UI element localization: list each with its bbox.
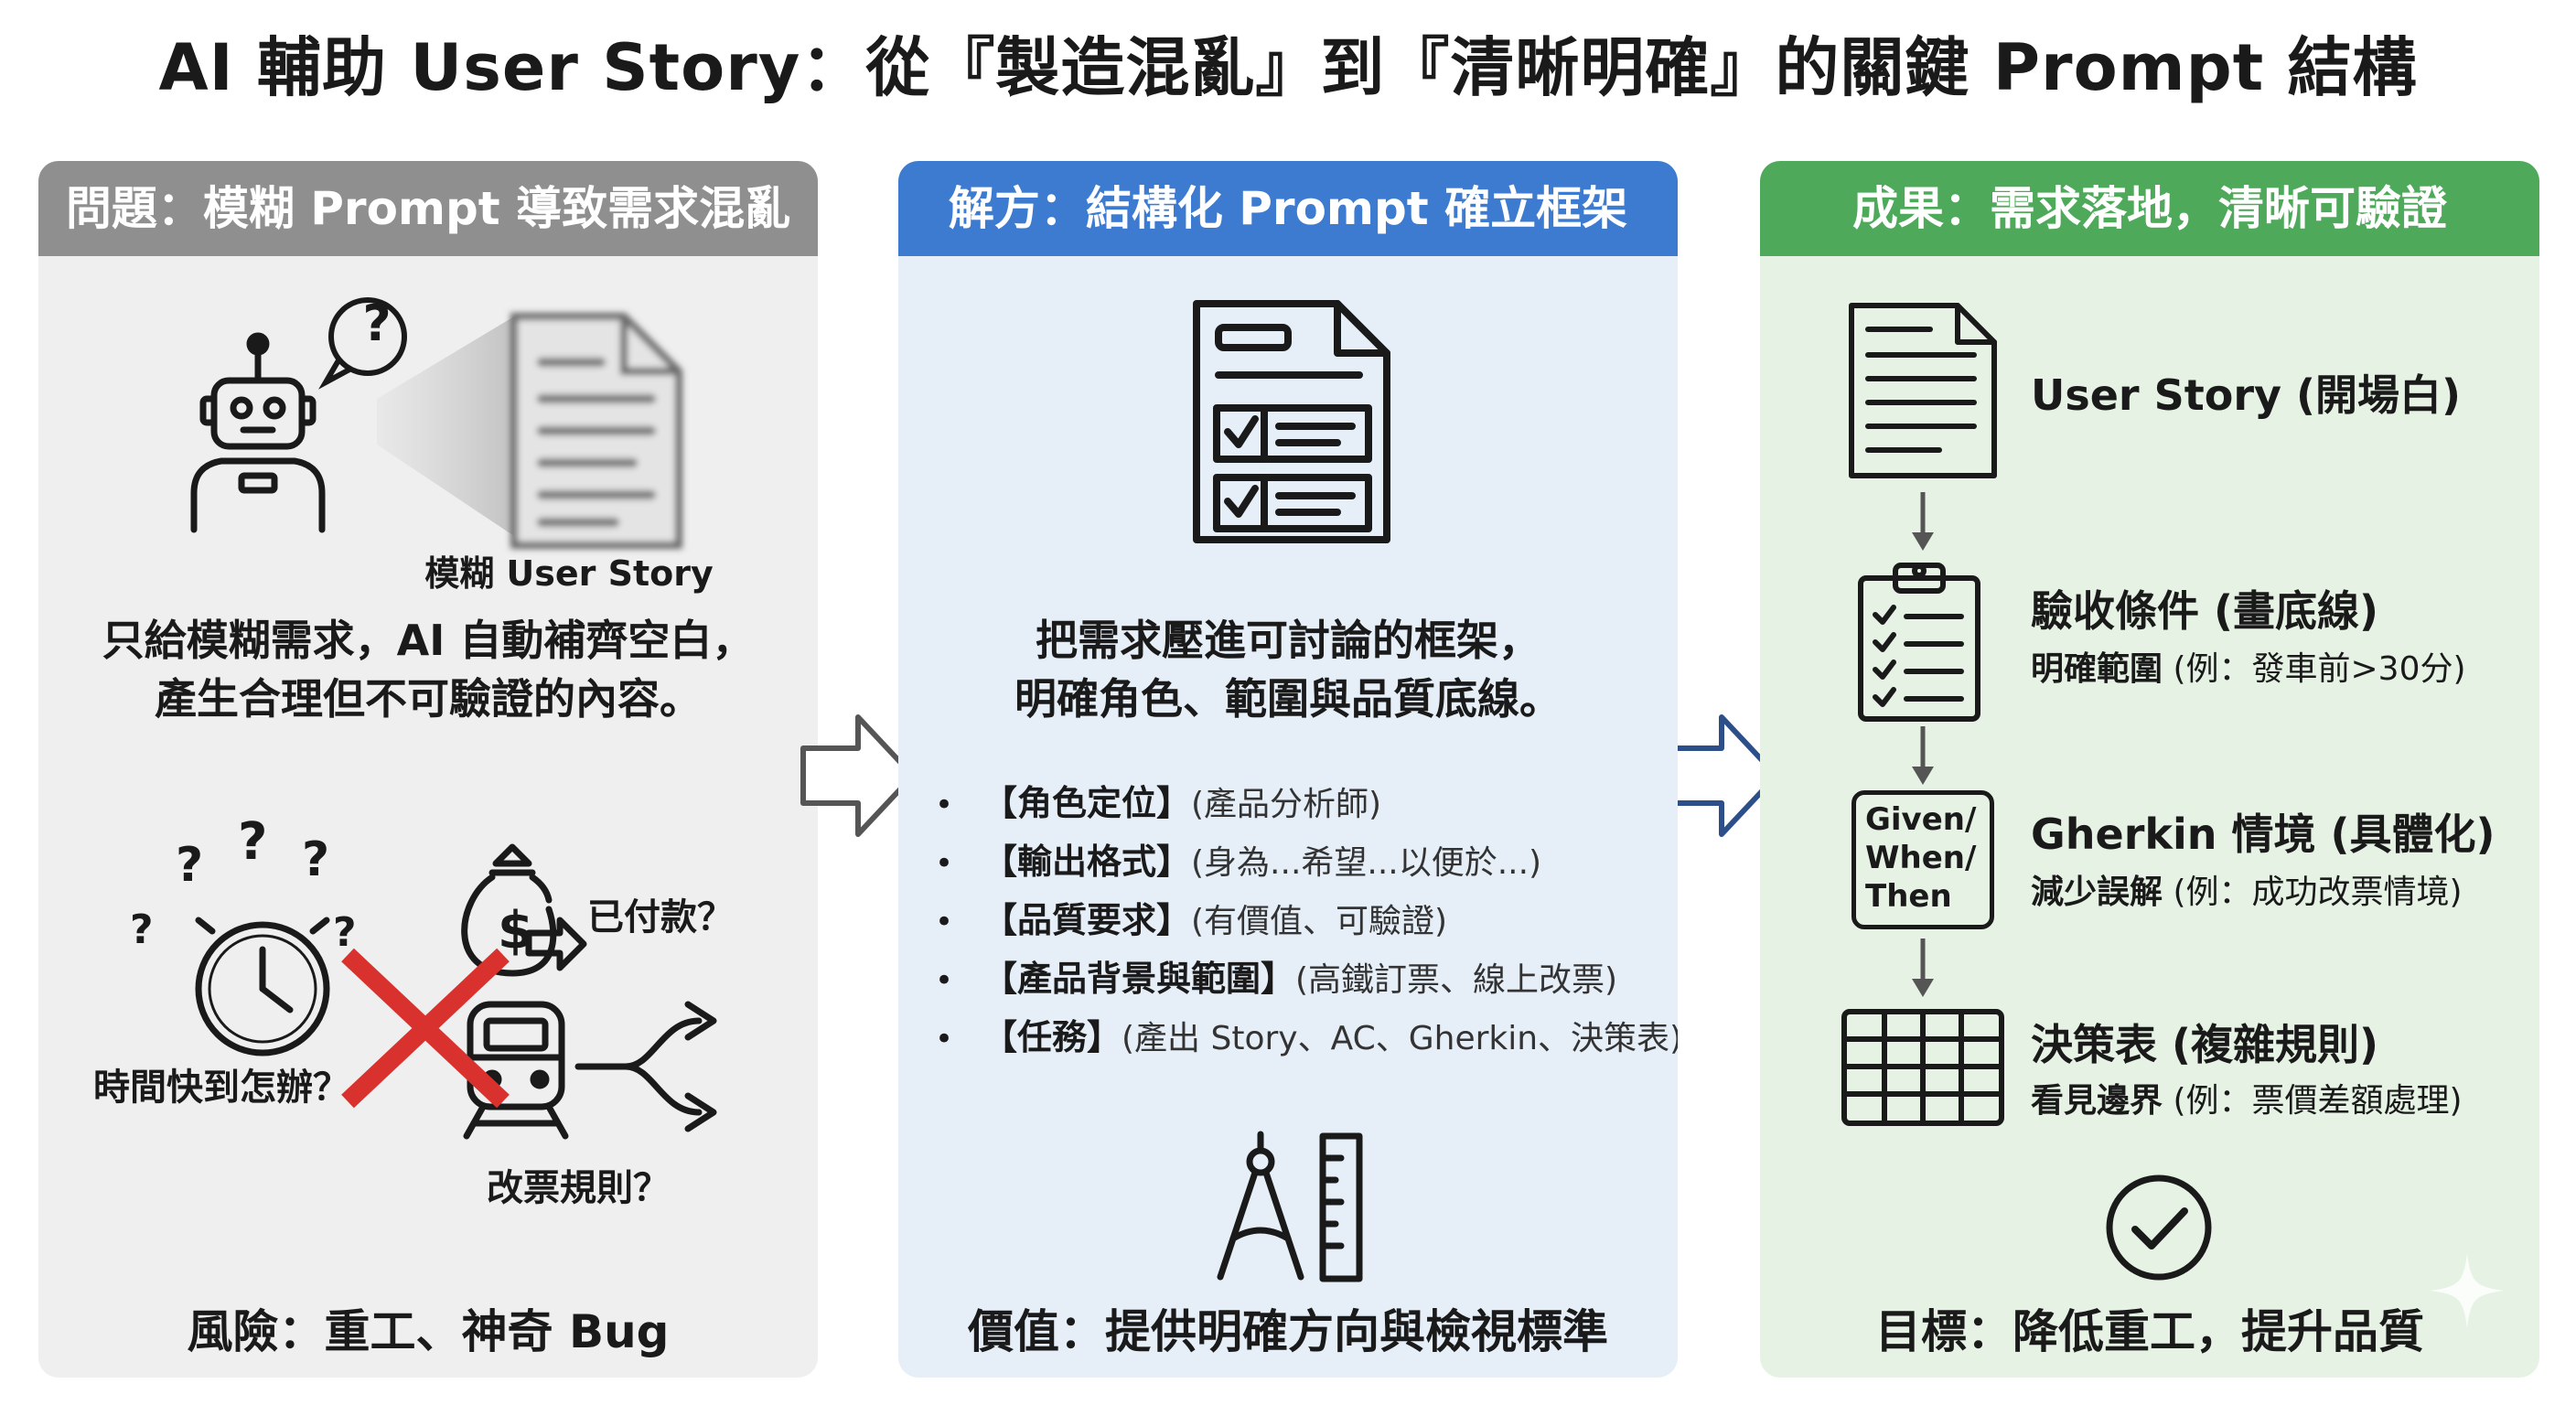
page-title: AI 輔助 User Story：從『製造混亂』到『清晰明確』的關鍵 Promp… bbox=[158, 30, 2418, 105]
result-sub-decision: 看見邊界 (例：票價差額處理) bbox=[2031, 1074, 2463, 1121]
bullet-key: 【輸出格式】 bbox=[982, 842, 1192, 882]
sparkle-icon bbox=[2430, 1253, 2505, 1328]
next-arrow-icon bbox=[800, 714, 916, 837]
question-mark-glyph: ? bbox=[176, 838, 204, 893]
gherkin-box: Given/ When/ Then bbox=[1852, 790, 1994, 929]
result-sub-bold: 看見邊界 bbox=[2031, 1082, 2163, 1120]
result-goal: 目標：降低重工，提升品質 bbox=[1875, 1305, 2424, 1358]
solution-desc-line1: 把需求壓進可討論的框架， bbox=[1036, 616, 1540, 665]
question-mark-glyph: ? bbox=[333, 909, 357, 956]
result-sub-text: (例：票價差額處理) bbox=[2163, 1082, 2463, 1120]
problem-desc-line2: 產生合理但不可驗證的內容。 bbox=[155, 674, 702, 724]
blurry-document-icon bbox=[377, 313, 682, 549]
question-bubble-icon bbox=[328, 297, 407, 376]
bullet-dot: • bbox=[935, 904, 954, 940]
question-time: 時間快到怎辦？ bbox=[93, 1067, 349, 1109]
problem-panel: 問題：模糊 Prompt 導致需求混亂 ? bbox=[38, 161, 818, 1378]
result-header: 成果：需求落地，清晰可驗證 bbox=[1760, 161, 2539, 256]
down-arrow-icon bbox=[1912, 938, 1934, 997]
table-icon bbox=[1841, 1009, 2004, 1126]
result-sub-gherkin: 減少誤解 (例：成功改票情境) bbox=[2031, 865, 2463, 913]
clock-icon bbox=[195, 917, 330, 1056]
question-paid: 已付款？ bbox=[587, 896, 734, 938]
document-icon bbox=[1849, 303, 1997, 478]
list-item: • 【品質要求】(有價值、可驗證) bbox=[935, 891, 1667, 949]
problem-risk: 風險：重工、神奇 Bug bbox=[187, 1305, 670, 1358]
svg-text:$: $ bbox=[498, 901, 533, 960]
checklist-document-icon bbox=[1193, 300, 1390, 543]
result-sub-bold: 減少誤解 bbox=[2031, 874, 2163, 911]
question-mark-glyph: ? bbox=[362, 295, 392, 352]
bullet-dot: • bbox=[935, 787, 954, 823]
check-circle-icon bbox=[2106, 1174, 2212, 1281]
solution-panel: 解方：結構化 Prompt 確立框架 把需求壓進可討論的框架， 明確角色、範圍與… bbox=[898, 161, 1678, 1378]
question-refund: 改票規則？ bbox=[487, 1167, 670, 1209]
down-arrow-icon bbox=[1912, 492, 1934, 551]
list-item: • 【角色定位】(產品分析師) bbox=[935, 774, 1667, 832]
result-title-decision: 決策表 (複雜規則) bbox=[2031, 1020, 2379, 1069]
question-mark-glyph: ? bbox=[302, 832, 330, 887]
gherkin-then: Then bbox=[1865, 878, 1952, 915]
problem-header: 問題：模糊 Prompt 導致需求混亂 bbox=[38, 161, 818, 256]
result-sub-acceptance: 明確範圍 (例：發車前>30分) bbox=[2031, 642, 2466, 690]
list-item: • 【輸出格式】(身為...希望...以便於...) bbox=[935, 832, 1667, 891]
question-mark-glyph: ? bbox=[238, 812, 268, 872]
problem-desc-line1: 只給模糊需求，AI 自動補齊空白， bbox=[102, 616, 755, 665]
bullet-key: 【任務】 bbox=[982, 1017, 1122, 1057]
solution-header: 解方：結構化 Prompt 確立框架 bbox=[898, 161, 1678, 256]
red-x-icon bbox=[341, 948, 510, 1109]
bullet-dot: • bbox=[935, 1021, 954, 1057]
bullet-key: 【品質要求】 bbox=[982, 900, 1192, 940]
down-arrow-icon bbox=[1912, 726, 1934, 785]
clipboard-checklist-icon bbox=[1858, 563, 1980, 722]
result-title-gherkin: Gherkin 情境 (具體化) bbox=[2031, 810, 2496, 859]
split-arrow-icon bbox=[574, 1001, 717, 1132]
result-panel: 成果：需求落地，清晰可驗證 User Story (開場白) 驗收條 bbox=[1760, 161, 2539, 1378]
blurry-doc-caption: 模糊 User Story bbox=[424, 553, 714, 594]
prompt-structure-list: • 【角色定位】(產品分析師) • 【輸出格式】(身為...希望...以便於...)… bbox=[935, 774, 1678, 1067]
result-sub-text: (例：發車前>30分) bbox=[2163, 650, 2466, 688]
money-bag-icon: $ bbox=[461, 843, 587, 977]
gherkin-given: Given/ bbox=[1865, 801, 1977, 838]
bullet-key: 【角色定位】 bbox=[982, 783, 1192, 823]
bullet-key: 【產品背景與範圍】 bbox=[982, 959, 1296, 999]
question-mark-glyph: ? bbox=[130, 906, 154, 953]
bullet-dot: • bbox=[935, 962, 954, 999]
bullet-dot: • bbox=[935, 845, 954, 882]
list-item: • 【產品背景與範圍】(高鐵訂票、線上改票) bbox=[935, 949, 1667, 1008]
list-item: • 【任務】(產出 Story、AC、Gherkin、決策表) bbox=[935, 1008, 1678, 1067]
solution-value: 價值：提供明確方向與檢視標準 bbox=[968, 1305, 1608, 1358]
robot-icon bbox=[190, 297, 407, 533]
result-title-acceptance: 驗收條件 (畫底線) bbox=[2031, 586, 2379, 636]
result-title-user-story: User Story (開場白) bbox=[2031, 370, 2462, 420]
bullet-value: (高鐵訂票、線上改票) bbox=[1295, 961, 1618, 999]
bullet-value: (有價值、可驗證) bbox=[1191, 903, 1448, 940]
bullet-value: (身為...希望...以便於...) bbox=[1191, 844, 1542, 882]
bullet-value: (產品分析師) bbox=[1191, 786, 1382, 823]
bullet-value: (產出 Story、AC、Gherkin、決策表) bbox=[1122, 1020, 1678, 1057]
compass-ruler-icon bbox=[1217, 1131, 1363, 1282]
solution-desc-line2: 明確角色、範圍與品質底線。 bbox=[1014, 674, 1562, 724]
result-sub-bold: 明確範圍 bbox=[2031, 650, 2163, 688]
result-sub-text: (例：成功改票情境) bbox=[2163, 874, 2463, 911]
gherkin-when: When/ bbox=[1865, 840, 1977, 876]
train-icon bbox=[463, 1001, 717, 1140]
